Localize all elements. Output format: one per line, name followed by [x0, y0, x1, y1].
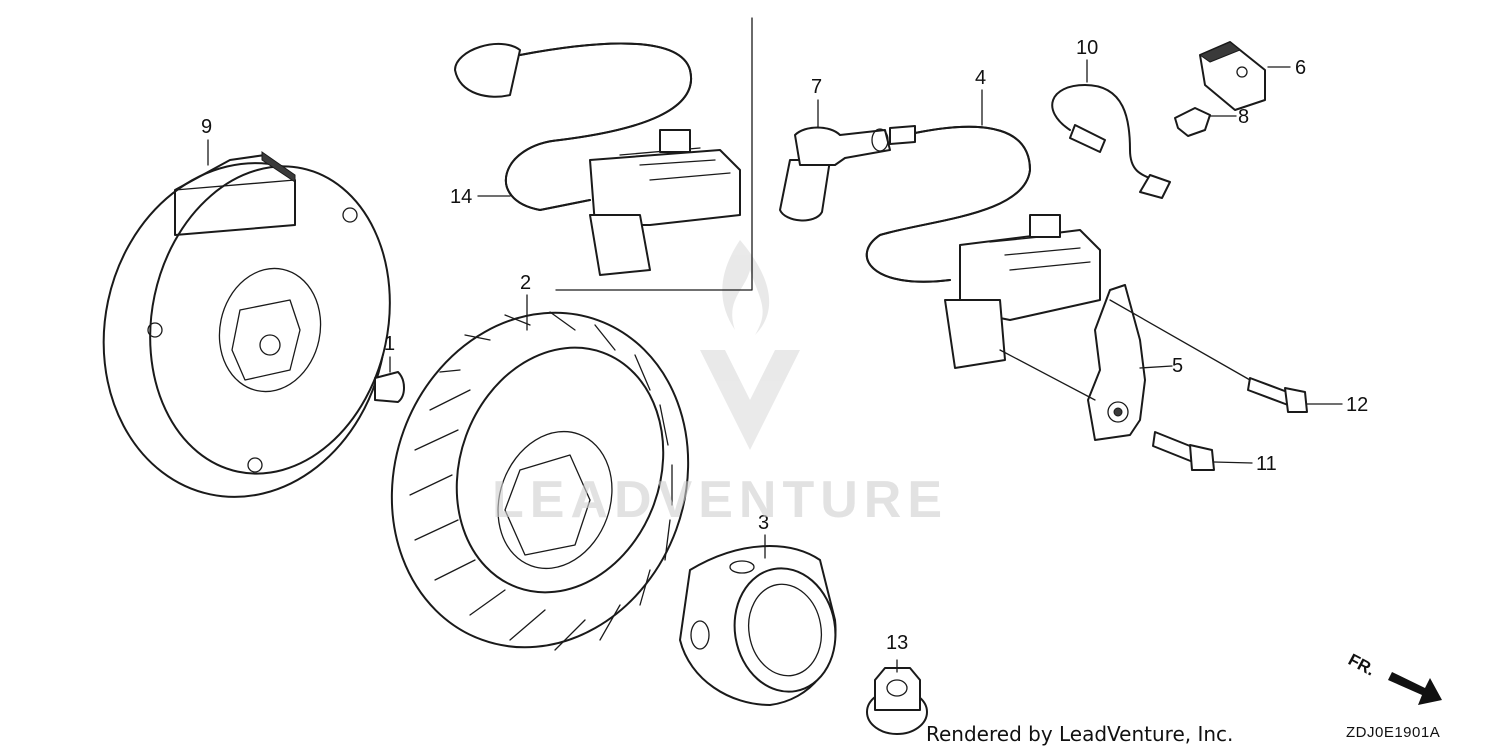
starter-pulley[interactable]	[679, 545, 845, 706]
ground-wire[interactable]	[1051, 84, 1171, 199]
bolt-11[interactable]	[1152, 431, 1215, 471]
part-label-14[interactable]: 14	[450, 186, 473, 208]
part-label-4[interactable]: 4	[975, 67, 987, 89]
part-label-10[interactable]: 10	[1076, 37, 1099, 59]
ignition-coil-4[interactable]	[865, 125, 1101, 369]
stop-switch-plate[interactable]	[1087, 284, 1146, 441]
part-label-6[interactable]: 6	[1295, 57, 1307, 79]
watermark-logo	[700, 240, 800, 450]
cooling-fan[interactable]	[346, 271, 735, 690]
part-label-11[interactable]: 11	[1256, 453, 1277, 475]
diagram-code: ZDJ0E1901A	[1346, 724, 1441, 741]
wire-clip[interactable]	[1174, 107, 1211, 137]
spark-plug-cap[interactable]	[779, 126, 891, 222]
ignition-coil-14[interactable]	[454, 42, 741, 276]
part-label-3[interactable]: 3	[758, 512, 770, 534]
woodruff-key[interactable]	[374, 371, 405, 403]
part-label-2[interactable]: 2	[520, 272, 532, 294]
render-credit: Rendered by LeadVenture, Inc.	[926, 722, 1234, 746]
part-label-13[interactable]: 13	[886, 632, 909, 654]
part-label-7[interactable]: 7	[811, 76, 823, 98]
bolt-12[interactable]	[1247, 377, 1308, 413]
part-label-12[interactable]: 12	[1346, 394, 1369, 416]
flange-nut[interactable]	[866, 667, 928, 735]
part-label-9[interactable]: 9	[201, 116, 213, 138]
watermark-text: LEADVENTURE	[492, 471, 949, 529]
part-label-8[interactable]: 8	[1238, 106, 1250, 128]
leader-lines	[207, 59, 1343, 673]
front-direction-arrow	[1388, 672, 1442, 705]
flywheel[interactable]	[73, 137, 418, 524]
part-label-5[interactable]: 5	[1172, 355, 1184, 377]
part-label-1[interactable]: 1	[384, 333, 396, 355]
group-frame	[555, 17, 753, 291]
cover-cap[interactable]	[1198, 41, 1266, 111]
